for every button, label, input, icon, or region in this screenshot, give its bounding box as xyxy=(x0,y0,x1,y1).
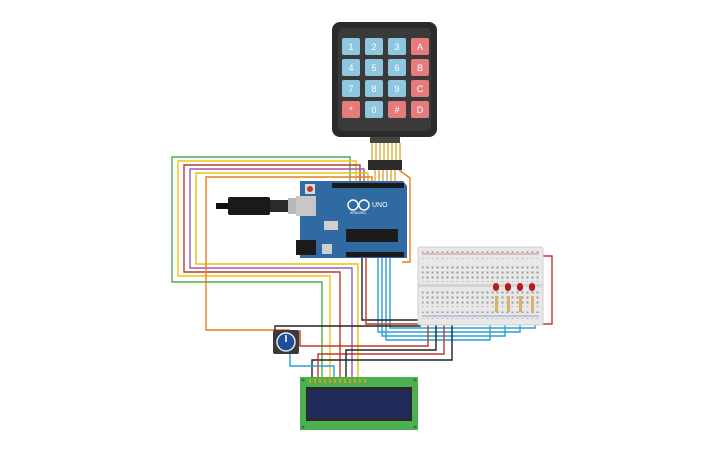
analog-header xyxy=(346,252,404,257)
wire-black-gnd[interactable] xyxy=(361,258,440,321)
wire-yellow-2[interactable] xyxy=(195,172,369,378)
power-jack xyxy=(296,240,316,255)
keypad-keys: 1 2 3 A 4 5 6 B 7 8 9 C * 0 # D xyxy=(342,38,429,118)
resistor xyxy=(495,296,498,312)
keypad-connector xyxy=(370,137,400,143)
keypad-key-label: 0 xyxy=(371,105,376,115)
resistor xyxy=(519,296,522,312)
usb-cable xyxy=(216,197,310,215)
keypad-key-label: * xyxy=(349,105,353,115)
keypad-key[interactable]: # xyxy=(388,101,406,118)
led[interactable] xyxy=(505,283,511,291)
wire-black-lcd2[interactable] xyxy=(345,322,437,378)
wire-teal-pot[interactable] xyxy=(289,352,335,378)
usb-jack xyxy=(296,196,316,216)
keypad-key-label: 1 xyxy=(348,42,353,52)
wire-red-left[interactable] xyxy=(183,164,361,378)
keypad-key-label: 9 xyxy=(394,84,399,94)
wire-red-right[interactable] xyxy=(540,255,553,325)
lcd-screen xyxy=(308,390,410,418)
keypad-key[interactable]: 4 xyxy=(342,59,360,76)
wire-purple[interactable] xyxy=(189,168,365,378)
keypad-key-label: # xyxy=(394,105,399,115)
atmega-chip xyxy=(346,229,398,242)
keypad-key-label: 6 xyxy=(394,63,399,73)
wire-keypad-7[interactable] xyxy=(398,169,411,263)
resistor xyxy=(531,296,534,312)
digital-header xyxy=(332,183,404,188)
keypad-key-label: 2 xyxy=(371,42,376,52)
keypad-key[interactable]: 1 xyxy=(342,38,360,55)
wire-red-pot[interactable] xyxy=(299,322,429,347)
keypad-key[interactable]: 5 xyxy=(365,59,383,76)
keypad-key-label: 8 xyxy=(371,84,376,94)
wires xyxy=(171,156,553,378)
arduino-brand: ARDUINO xyxy=(350,211,366,215)
keypad-key[interactable]: 0 xyxy=(365,101,383,118)
keypad-key-label: B xyxy=(417,63,423,73)
uno-logo: UNO xyxy=(372,202,388,209)
keypad-key[interactable]: A xyxy=(411,38,429,55)
led[interactable] xyxy=(529,283,535,291)
keypad-key[interactable]: 6 xyxy=(388,59,406,76)
keypad-key[interactable]: 3 xyxy=(388,38,406,55)
infinity-logo xyxy=(347,199,359,211)
lcd-pins xyxy=(309,379,366,383)
wire-blue-1[interactable] xyxy=(377,258,521,333)
keypad-key-label: 7 xyxy=(348,84,353,94)
arduino-uno[interactable]: UNO ARDUINO xyxy=(296,181,407,258)
keypad-key[interactable]: B xyxy=(411,59,429,76)
breadboard[interactable] xyxy=(417,246,544,326)
wire-black-lcd[interactable] xyxy=(311,322,453,378)
keypad-key[interactable]: D xyxy=(411,101,429,118)
keypad-key-label: A xyxy=(417,42,423,52)
lcd-16x2[interactable] xyxy=(300,377,418,430)
keypad-key[interactable]: C xyxy=(411,80,429,97)
keypad-key[interactable]: 7 xyxy=(342,80,360,97)
wire-red-5v[interactable] xyxy=(365,258,432,325)
resistor xyxy=(507,296,510,312)
wire-blue-3[interactable] xyxy=(385,258,491,341)
keypad-key-label: 4 xyxy=(348,63,353,73)
keypad-key-label: C xyxy=(417,84,424,94)
keypad-key-label: 5 xyxy=(371,63,376,73)
arduino-board xyxy=(300,181,407,258)
keypad-key-label: D xyxy=(417,105,424,115)
keypad-key-label: 3 xyxy=(394,42,399,52)
wire-orange-pot[interactable] xyxy=(205,176,373,331)
led-array xyxy=(493,283,535,312)
keypad-key[interactable]: 9 xyxy=(388,80,406,97)
keypad-key[interactable]: * xyxy=(342,101,360,118)
potentiometer[interactable] xyxy=(273,330,299,354)
keypad: 1 2 3 A 4 5 6 B 7 8 9 C * 0 # D xyxy=(332,22,437,170)
keypad-key[interactable]: 2 xyxy=(365,38,383,55)
led[interactable] xyxy=(493,283,499,291)
keypad-key[interactable]: 8 xyxy=(365,80,383,97)
led[interactable] xyxy=(517,283,523,291)
